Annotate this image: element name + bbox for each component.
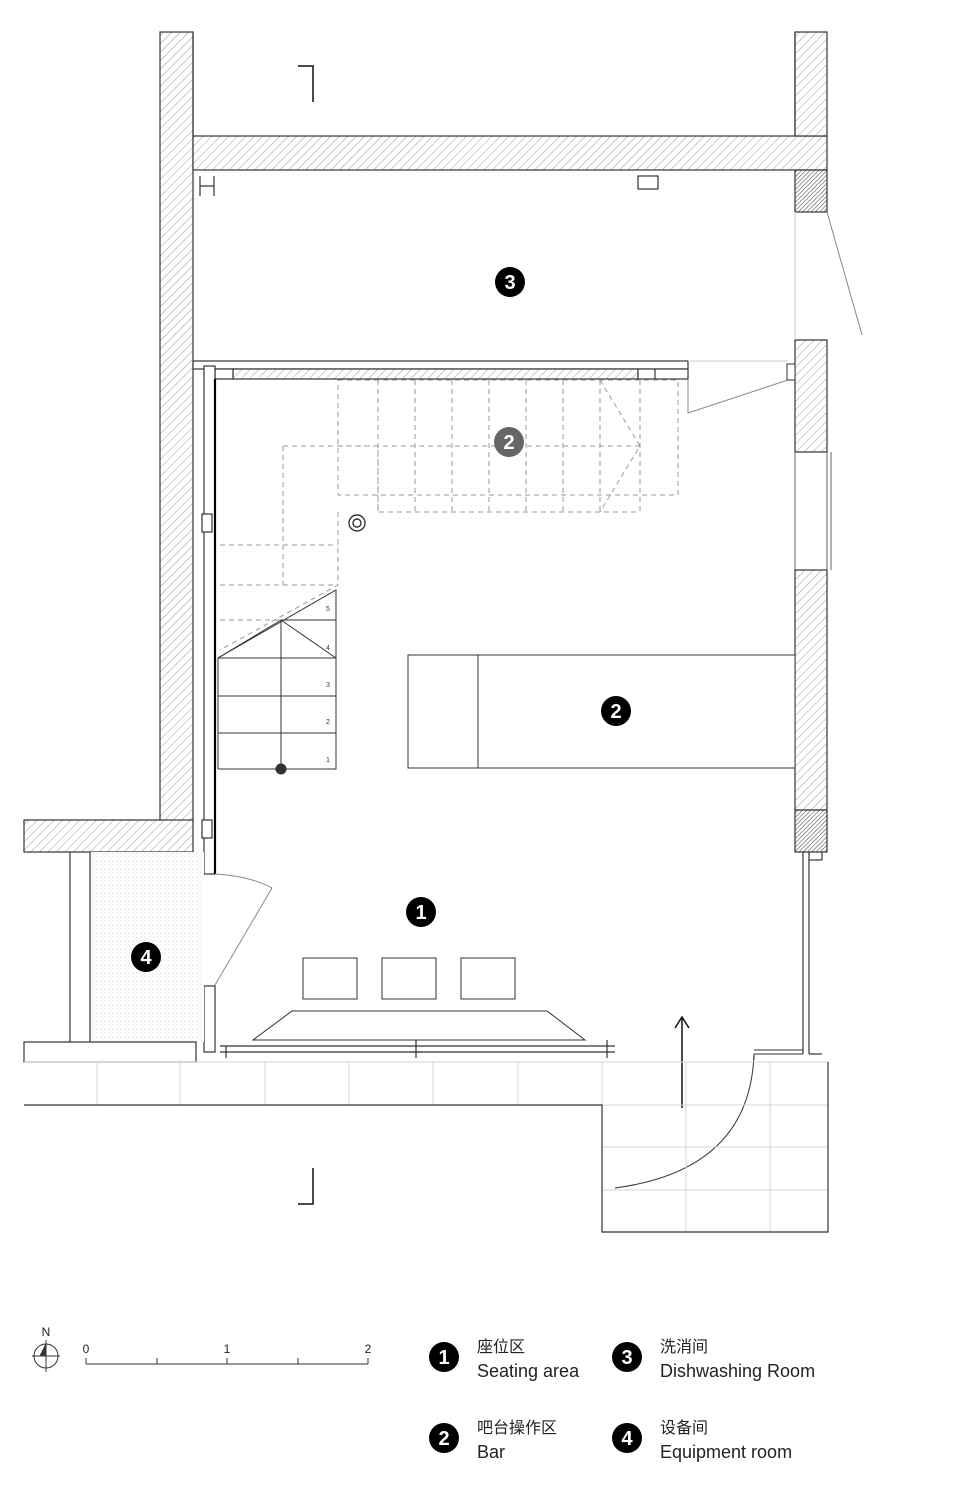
partition-top-right [637,368,689,380]
legend-2-en: Bar [477,1442,505,1462]
legend-4-cn: 设备间 [660,1418,708,1437]
pillar-right-bottom [794,809,828,853]
legend-1-en: Seating area [477,1361,580,1381]
exterior-paving [24,1061,828,1232]
legend-3-cn: 洗消间 [660,1337,708,1356]
entry-door [614,1049,803,1189]
stair-step-3: 3 [326,682,330,689]
legend-item-1: 1 座位区 Seating area [429,1337,580,1381]
partition-top-left [214,368,234,380]
legend-item-3: 3 洗消间 Dishwashing Room [612,1337,815,1381]
wall-left-horizontal [23,819,194,853]
bench [251,1010,587,1041]
facade-right [802,852,823,1055]
room4 [23,852,204,1063]
legend-4-number: 4 [621,1428,633,1450]
legend-1-number: 1 [438,1347,449,1369]
window-right [794,452,832,570]
marker-seating-1: 1 [406,897,436,927]
walls [23,31,828,853]
pillar-right-top [794,169,828,213]
legend-2-cn: 吧台操作区 [477,1418,557,1437]
seating [251,957,587,1041]
door-left [214,873,273,986]
stair-step-numbers: 1 2 3 4 5 [326,606,330,764]
legend: 1 座位区 Seating area 2 吧台操作区 Bar 3 洗消间 Dis… [429,1337,815,1462]
stool-2 [381,957,437,1000]
legend-item-2: 2 吧台操作区 Bar [429,1418,557,1462]
room3-fixtures [199,175,659,196]
marker-stair-2: 2 [494,427,524,457]
marker-equipment-4: 4 [131,942,161,972]
marker-2-stair-label: 2 [503,432,514,454]
legend-1-cn: 座位区 [477,1337,525,1356]
stool-1 [302,957,358,1000]
stairs-lower [217,589,337,775]
legend-4-en: Equipment room [660,1442,792,1462]
door-inner-right [687,360,796,414]
exterior-outline [24,1062,829,1233]
wall-left-upper [159,31,194,823]
entry-arrow [674,1015,690,1108]
door-top-right [794,211,863,340]
marker-2-label: 2 [610,701,621,723]
wall-top-divider [192,135,828,171]
marker-4-label: 4 [140,947,152,969]
stairs-upper-dashed [219,379,679,651]
wall-right-mid [794,339,828,453]
stair-step-2: 2 [326,719,330,726]
marker-3-label: 3 [504,272,515,294]
stool-3 [460,957,516,1000]
partition-top-hatch [232,368,639,380]
partition-top [192,360,689,370]
legend-3-en: Dishwashing Room [660,1361,815,1381]
facade-front [220,1040,615,1058]
scale-tick-0: 0 [83,1342,90,1356]
north-label: N [42,1325,51,1339]
stair-step-5: 5 [326,606,330,613]
section-marks [298,65,314,1205]
scale-bar [85,1358,369,1365]
scale-tick-1: 1 [224,1342,231,1356]
marker-1-label: 1 [415,902,426,924]
marker-bar-2: 2 [601,696,631,726]
wall-right-upper [794,31,828,137]
wall-inner-left [201,365,217,1053]
north-arrow [32,1340,60,1372]
stair-step-4: 4 [326,645,330,652]
legend-2-number: 2 [438,1428,449,1450]
marker-room-3: 3 [495,267,525,297]
legend-3-number: 3 [621,1347,632,1369]
column-circle [348,514,366,532]
legend-item-4: 4 设备间 Equipment room [612,1418,792,1462]
stair-step-1: 1 [326,757,330,764]
scale-tick-2: 2 [365,1342,372,1356]
wall-right-lower [794,569,828,811]
